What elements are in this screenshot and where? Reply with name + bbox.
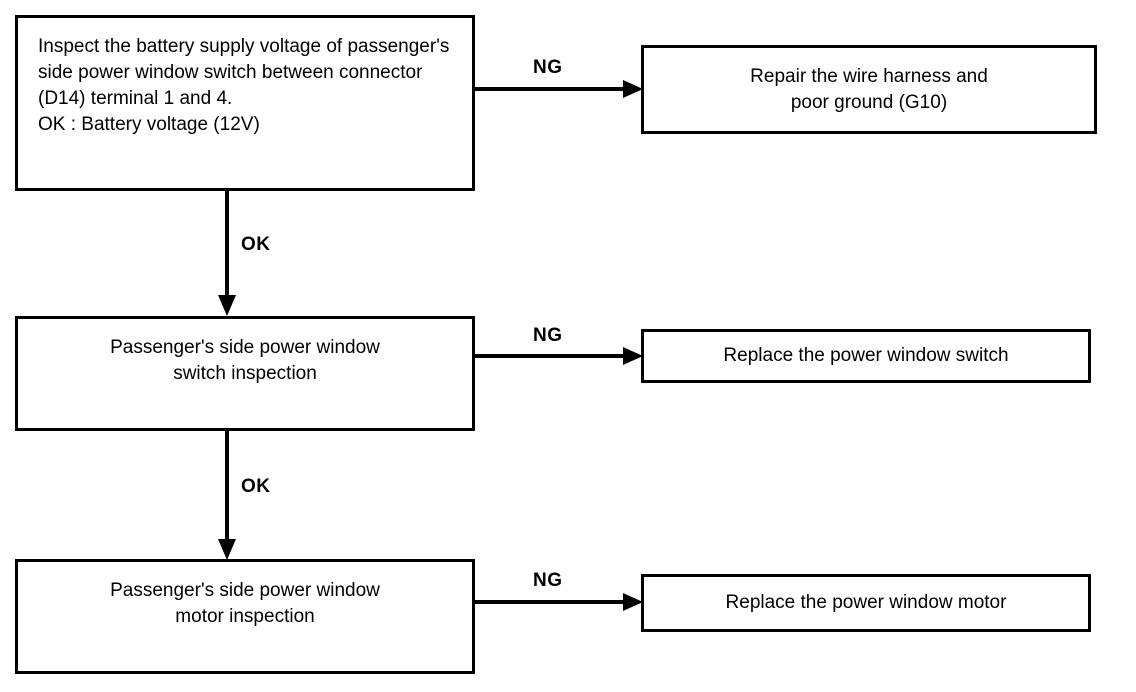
edge-label-ng-1: NG	[533, 57, 563, 78]
edge-ok-1	[210, 191, 244, 317]
edge-label-ok-2: OK	[241, 476, 271, 497]
edge-label-ng-2: NG	[533, 325, 563, 346]
node-label: Passenger's side power window switch ins…	[110, 337, 380, 384]
node-inspect-battery-supply-voltage: Inspect the battery supply voltage of pa…	[15, 15, 475, 191]
edge-label-ng-3: NG	[533, 570, 563, 591]
node-label: Repair the wire harness and poor ground …	[750, 65, 988, 113]
node-label: Passenger's side power window motor insp…	[110, 580, 380, 627]
node-motor-inspection: Passenger's side power window motor insp…	[15, 559, 475, 674]
node-repair-wire-harness: Repair the wire harness and poor ground …	[641, 45, 1097, 134]
node-label: Inspect the battery supply voltage of pa…	[38, 36, 450, 135]
edge-ng-3	[475, 585, 645, 619]
node-switch-inspection: Passenger's side power window switch ins…	[15, 316, 475, 431]
edge-label-ok-1: OK	[241, 234, 271, 255]
node-label: Replace the power window switch	[723, 345, 1009, 366]
node-replace-power-window-motor: Replace the power window motor	[641, 574, 1091, 632]
edge-ng-2	[475, 339, 645, 373]
node-label: Replace the power window motor	[725, 592, 1007, 613]
node-replace-power-window-switch: Replace the power window switch	[641, 329, 1091, 383]
edge-ng-1	[475, 72, 645, 106]
edge-ok-2	[210, 431, 244, 561]
